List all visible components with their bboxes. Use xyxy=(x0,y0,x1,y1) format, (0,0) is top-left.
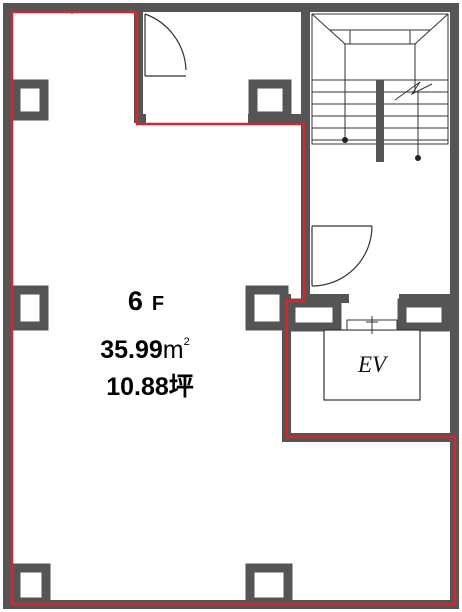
column-n-center xyxy=(248,79,292,121)
door-stair xyxy=(311,225,373,287)
wall-room-bottom-left xyxy=(134,114,146,123)
floor-level-number: 6 xyxy=(128,286,143,316)
column-center-mid xyxy=(245,285,289,331)
doors xyxy=(66,3,373,287)
wall-left xyxy=(3,3,12,609)
elevator-label: EV xyxy=(357,352,389,377)
column-nw xyxy=(11,79,49,121)
floor-tsubo-value: 10.88 xyxy=(106,373,169,401)
column-ev-right xyxy=(397,298,451,332)
wall-room-left xyxy=(134,3,143,123)
column-s-center xyxy=(245,563,293,607)
floor-area-unit: m xyxy=(163,336,184,364)
wall-top xyxy=(3,3,459,12)
floor-tsubo-label: 10.88坪 xyxy=(106,373,194,401)
wall-right xyxy=(450,3,459,609)
tenant-outline xyxy=(10,10,457,606)
door-room xyxy=(144,13,187,77)
outer-walls xyxy=(3,3,459,609)
floor-area-superscript: 2 xyxy=(184,336,190,348)
stair-center-rail xyxy=(376,80,384,162)
elevator-car xyxy=(323,329,421,401)
column-sw xyxy=(11,563,51,607)
column-ev-left xyxy=(286,298,342,332)
floor-tsubo-unit: 坪 xyxy=(169,373,194,401)
floor-area-value: 35.99 xyxy=(100,336,163,364)
stair-dot-right xyxy=(415,155,421,161)
elevator: EV xyxy=(323,316,421,401)
floor-area-label: 35.99m2 xyxy=(100,336,190,364)
floor-level-suffix: F xyxy=(152,293,164,315)
stair-dot-left xyxy=(342,137,348,143)
column-w-mid xyxy=(11,285,49,331)
columns xyxy=(11,79,451,607)
wall-room-right xyxy=(301,3,310,303)
